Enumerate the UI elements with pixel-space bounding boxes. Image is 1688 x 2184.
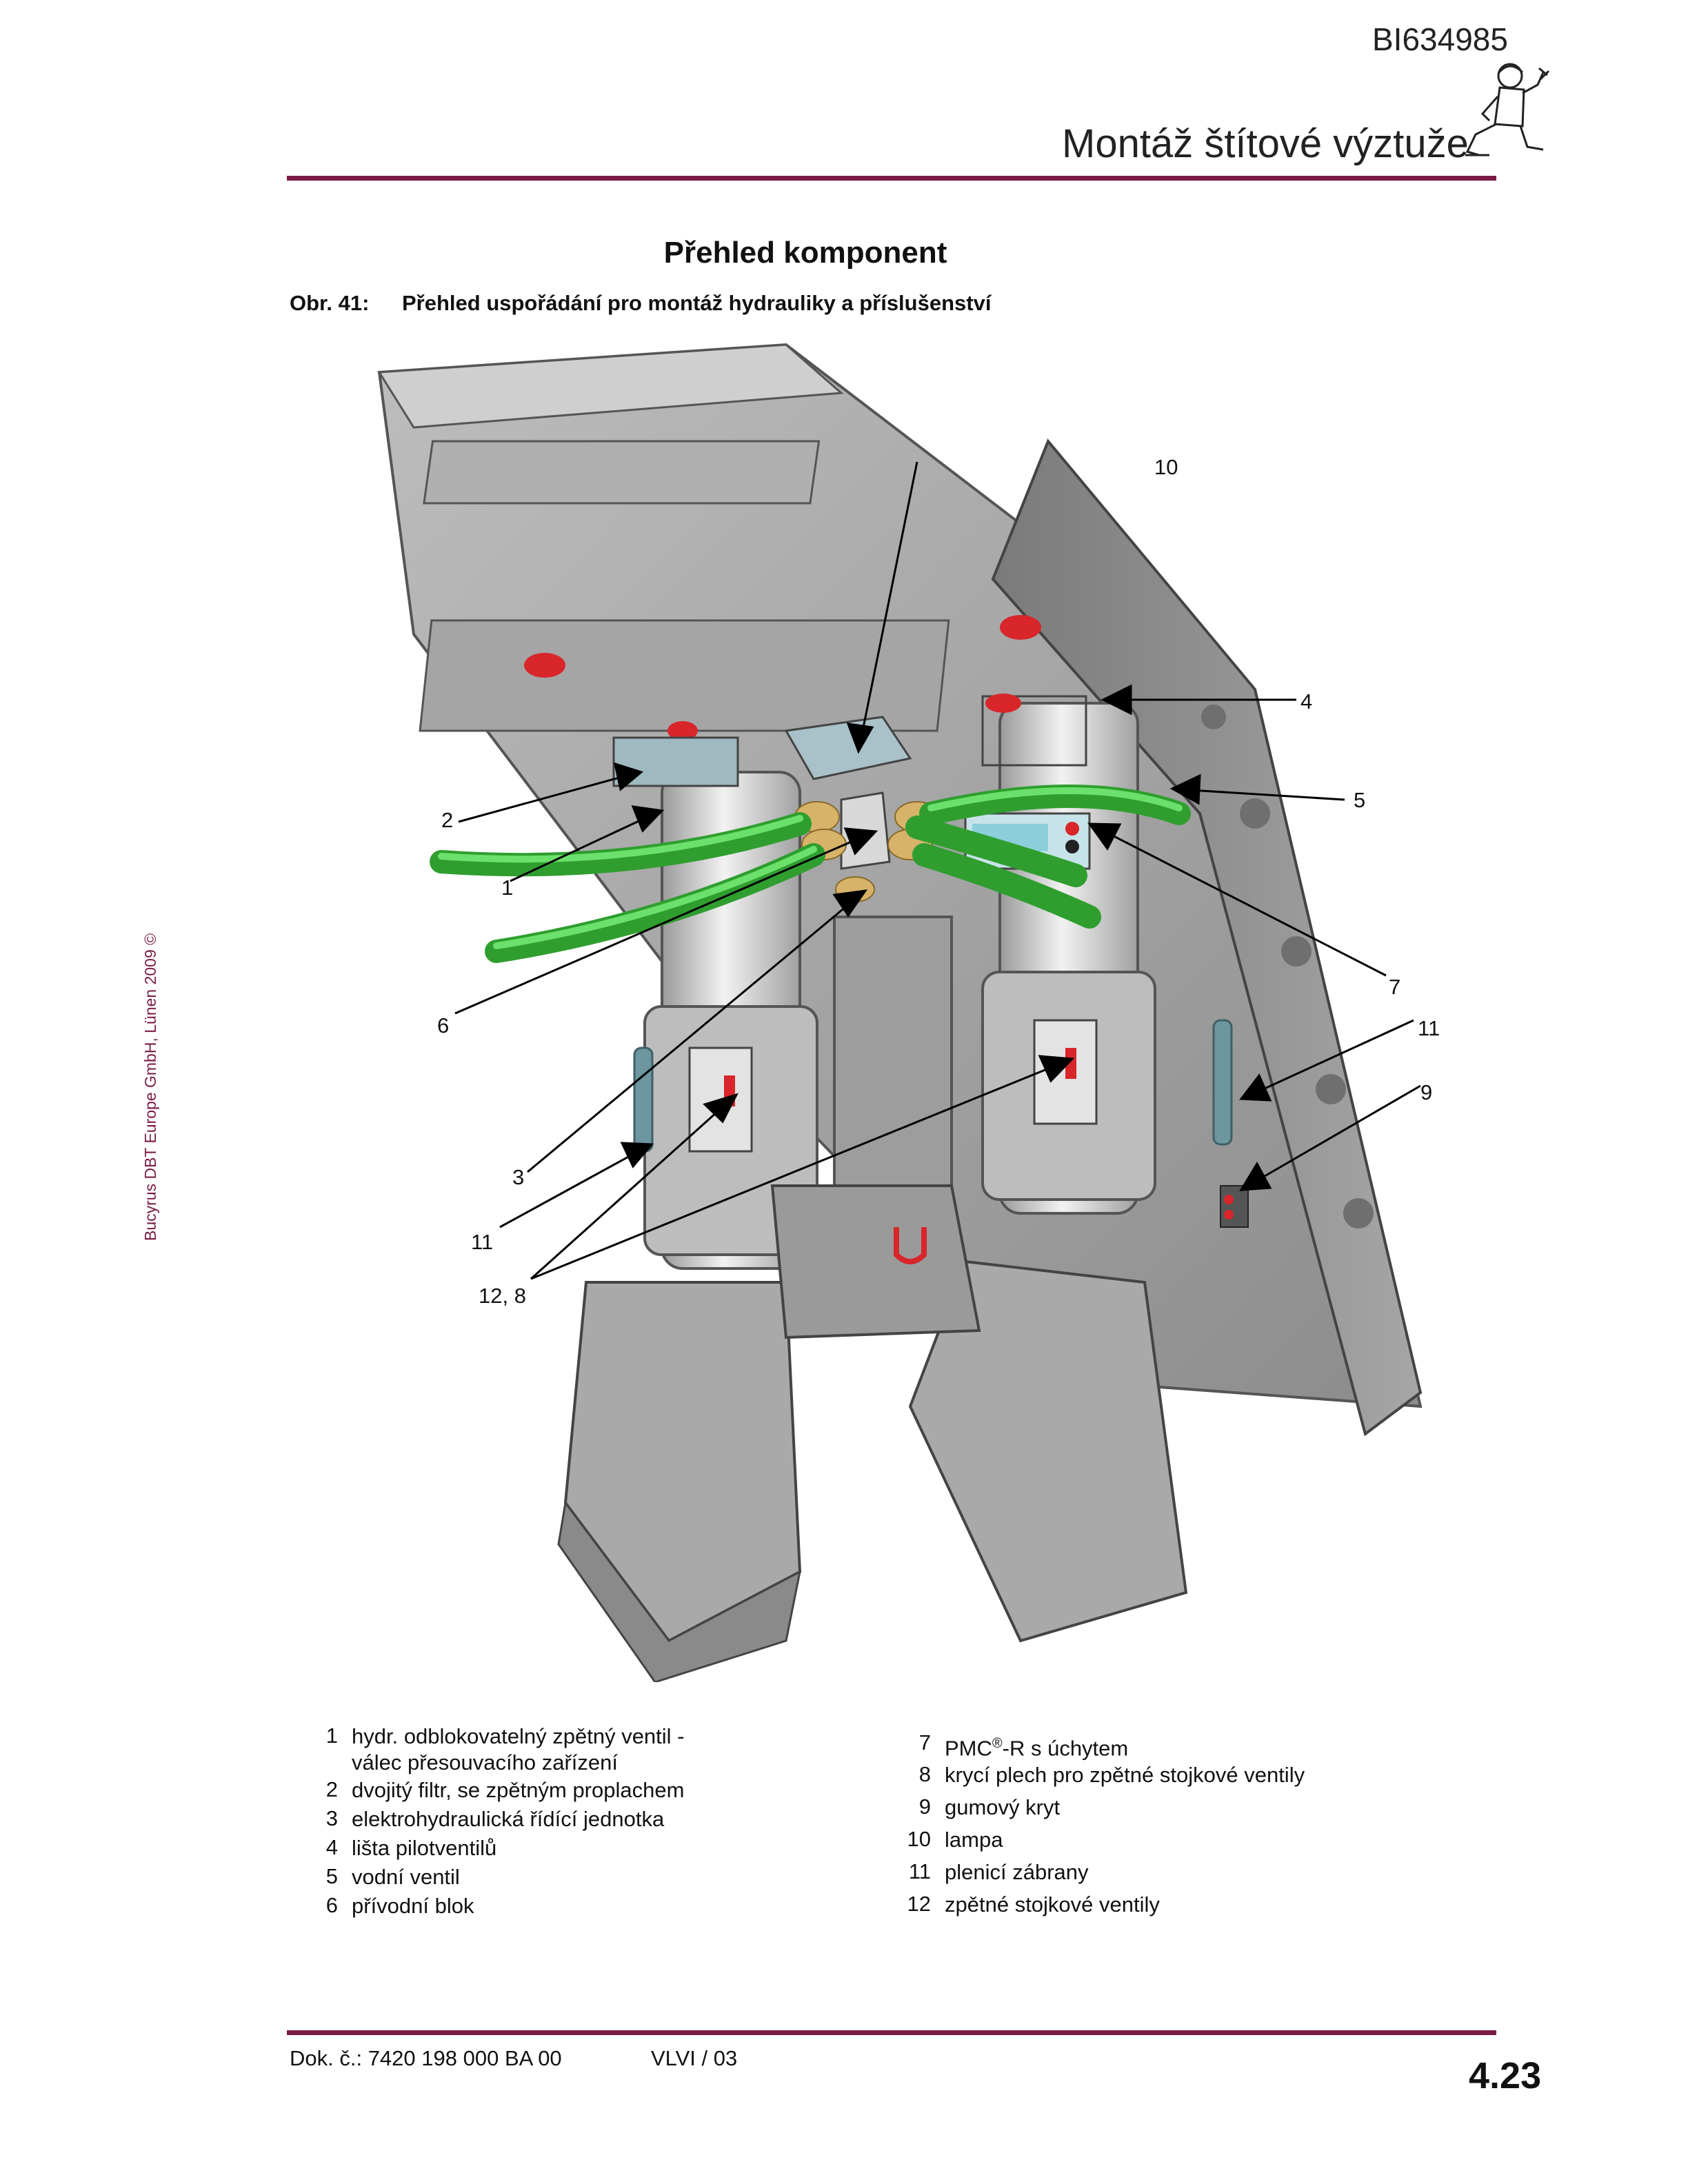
callout-4: 4 bbox=[1300, 689, 1313, 714]
legend-text: vodní ventil bbox=[352, 1865, 460, 1889]
legend-item: 2 dvojitý filtr, se zpětným proplachem bbox=[303, 1777, 685, 1803]
legend-item: 4 lišta pilotventilů bbox=[303, 1835, 496, 1861]
legend-number: 9 bbox=[918, 1794, 931, 1819]
lamp bbox=[784, 716, 912, 780]
callout-2: 2 bbox=[441, 808, 454, 832]
legend-item: 10 lampa bbox=[896, 1827, 1003, 1853]
legend-text: zpětné stojkové ventily bbox=[945, 1892, 1160, 1917]
header-rule bbox=[287, 176, 1496, 181]
legend-text: krycí plech pro zpětné stojkové ventily bbox=[945, 1763, 1305, 1787]
legend-number: 5 bbox=[325, 1864, 338, 1888]
legend-number: 3 bbox=[325, 1806, 338, 1830]
legend-number: 10 bbox=[907, 1827, 931, 1851]
legend-item: 6 přívodní blok bbox=[303, 1893, 474, 1919]
legend-number: 2 bbox=[325, 1777, 338, 1801]
callout-3: 3 bbox=[512, 1165, 525, 1189]
legend-item: 7 PMC®-R s úchytem bbox=[896, 1730, 1129, 1761]
legend-number: 7 bbox=[918, 1730, 931, 1755]
section-title: Přehled komponent bbox=[663, 236, 947, 270]
spill-plate-left bbox=[633, 1046, 654, 1153]
legend-text: dvojitý filtr, se zpětným proplachem bbox=[352, 1778, 685, 1802]
figure-caption: Přehled uspořádání pro montáž hydrauliky… bbox=[402, 291, 992, 315]
base-skid-right bbox=[908, 1260, 1188, 1643]
callout-11-left: 11 bbox=[471, 1230, 494, 1254]
figure-label: Obr. 41: bbox=[290, 291, 370, 315]
legend-item: 12 zpětné stojkové ventily bbox=[896, 1892, 1160, 1918]
shield-support-illustration bbox=[377, 343, 1423, 1682]
document-number: Dok. č.: 7420 198 000 BA 00 bbox=[290, 2046, 562, 2070]
legend-item: 11 plenicí zábrany bbox=[896, 1859, 1089, 1885]
hydraulic-hoses bbox=[430, 785, 1191, 963]
legend-text: lampa bbox=[945, 1828, 1003, 1852]
callout-7: 7 bbox=[1389, 975, 1401, 999]
registered-mark: ® bbox=[992, 1736, 1003, 1751]
copyright-notice: Bucyrus DBT Europe GmbH, Lünen 2009 © bbox=[141, 933, 159, 1241]
callout-12-8: 12, 8 bbox=[479, 1284, 526, 1308]
legend-number: 4 bbox=[325, 1835, 338, 1859]
chapter-title: Montáž štítové výztuže bbox=[1062, 121, 1469, 166]
worker-with-wrench-icon bbox=[1465, 63, 1550, 156]
callout-1: 1 bbox=[501, 876, 514, 900]
pilot-valve-bar bbox=[981, 695, 1087, 767]
pmc-suffix: -R s úchytem bbox=[1002, 1736, 1129, 1761]
version: VLVI / 03 bbox=[651, 2046, 738, 2070]
page-number: 4.23 bbox=[1469, 2055, 1542, 2096]
spill-plate-right bbox=[1212, 1019, 1233, 1146]
legend-number: 8 bbox=[918, 1762, 931, 1786]
legend-number: 12 bbox=[907, 1892, 931, 1916]
legend-item: 3 elektrohydraulická řídící jednotka bbox=[303, 1806, 664, 1832]
legend-number: 6 bbox=[325, 1893, 338, 1917]
pmc-label: PMC bbox=[945, 1736, 992, 1761]
legend-text: plenicí zábrany bbox=[945, 1860, 1089, 1884]
side-wall bbox=[991, 438, 1423, 1437]
legend-text: lišta pilotventilů bbox=[352, 1836, 497, 1860]
legend-text: PMC®-R s úchytem bbox=[945, 1730, 1128, 1761]
legend-text: přívodní blok bbox=[352, 1894, 474, 1918]
callout-11-right: 11 bbox=[1418, 1016, 1440, 1040]
legend-item: 8 krycí plech pro zpětné stojkové ventil… bbox=[896, 1762, 1305, 1788]
callout-9: 9 bbox=[1420, 1080, 1433, 1104]
rubber-cover bbox=[1220, 1185, 1249, 1228]
legend-item: 5 vodní ventil bbox=[303, 1864, 460, 1890]
callout-10: 10 bbox=[1154, 455, 1178, 479]
footer-rule bbox=[287, 2030, 1496, 2035]
legend-item: 9 gumový kryt bbox=[896, 1794, 1060, 1821]
legend-text: hydr. odblokovatelný zpětný ventil - vál… bbox=[352, 1724, 685, 1775]
callout-6: 6 bbox=[437, 1013, 450, 1038]
legend-text: gumový kryt bbox=[945, 1795, 1061, 1819]
legend-item: 1 hydr. odblokovatelný zpětný ventil - v… bbox=[303, 1723, 685, 1776]
legend-number: 11 bbox=[908, 1859, 931, 1883]
legend-text: elektrohydraulická řídící jednotka bbox=[352, 1807, 665, 1831]
legend-number: 1 bbox=[325, 1723, 338, 1748]
callout-5: 5 bbox=[1354, 788, 1366, 812]
document-id: BI634985 bbox=[1372, 21, 1508, 57]
